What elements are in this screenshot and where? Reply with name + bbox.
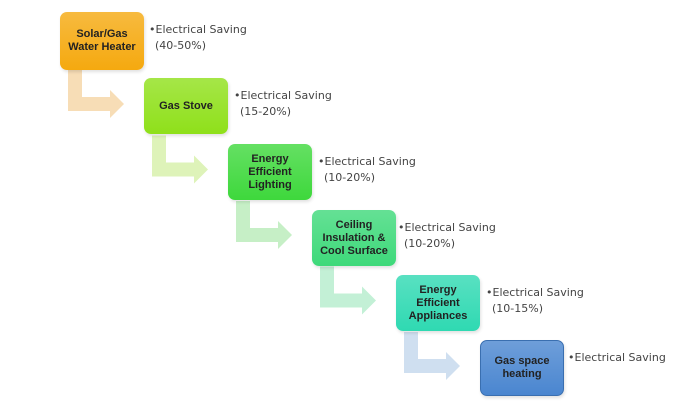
bullet: • [234,89,241,102]
step-box-ceiling-insulation: Ceiling Insulation & Cool Surface [312,210,396,266]
connector-arrow-2 [152,135,208,184]
bullet: • [568,351,575,364]
connector-arrow-4 [320,266,376,315]
bullet: • [318,155,325,168]
step-label: Energy Efficient Appliances [408,283,468,322]
step-box-gas-stove: Gas Stove [144,78,228,134]
step-note-solar-gas-water-heater: •Electrical Saving (40-50%) [149,22,247,54]
connector-arrow-1 [68,70,124,118]
step-box-gas-space-heating: Gas space heating [480,340,564,396]
note-text: Electrical Saving [574,351,666,364]
step-label: Solar/Gas Water Heater [68,28,136,53]
note-text: Electrical Saving [155,23,247,36]
note-text: Electrical Saving [404,221,496,234]
step-label: Gas Stove [159,99,213,112]
note-text: Electrical Saving [240,89,332,102]
note-detail: (40-50%) [155,39,206,52]
step-label: Gas space heating [494,355,550,380]
note-detail: (10-20%) [404,237,455,250]
note-detail: (15-20%) [240,105,291,118]
step-box-solar-gas-water-heater: Solar/Gas Water Heater [60,12,144,70]
step-label: Ceiling Insulation & Cool Surface [320,218,388,257]
step-box-energy-efficient-appliances: Energy Efficient Appliances [396,275,480,331]
step-note-energy-efficient-lighting: •Electrical Saving (10-20%) [318,154,416,186]
note-text: Electrical Saving [492,286,584,299]
connector-arrow-5 [404,332,460,380]
step-note-energy-efficient-appliances: •Electrical Saving (10-15%) [486,285,584,317]
step-note-gas-stove: •Electrical Saving (15-20%) [234,88,332,120]
step-box-energy-efficient-lighting: Energy Efficient Lighting [228,144,312,200]
connector-arrow-3 [236,201,292,249]
step-label: Energy Efficient Lighting [248,152,292,191]
bullet: • [398,221,405,234]
step-note-gas-space-heating: •Electrical Saving [568,350,666,366]
note-detail: (10-15%) [492,302,543,315]
note-detail: (10-20%) [324,171,375,184]
bullet: • [149,23,156,36]
step-note-ceiling-insulation: •Electrical Saving (10-20%) [398,220,496,252]
bullet: • [486,286,493,299]
note-text: Electrical Saving [324,155,416,168]
